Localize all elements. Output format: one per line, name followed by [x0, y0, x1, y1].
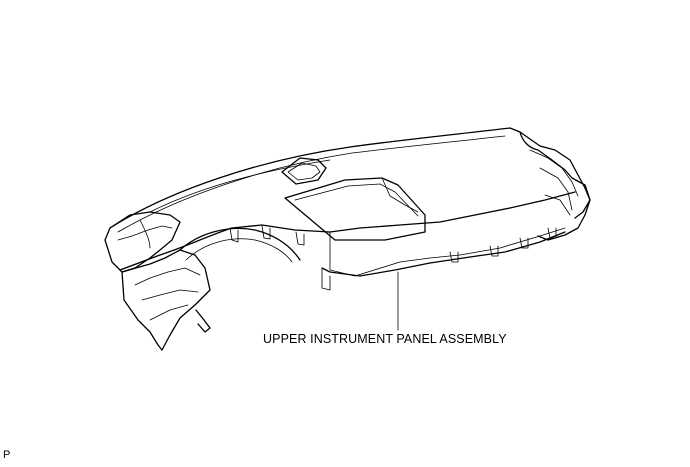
instrument-panel-drawing: [104, 127, 591, 351]
figure-code: P: [3, 449, 11, 461]
part-callout-label: UPPER INSTRUMENT PANEL ASSEMBLY: [263, 332, 507, 346]
